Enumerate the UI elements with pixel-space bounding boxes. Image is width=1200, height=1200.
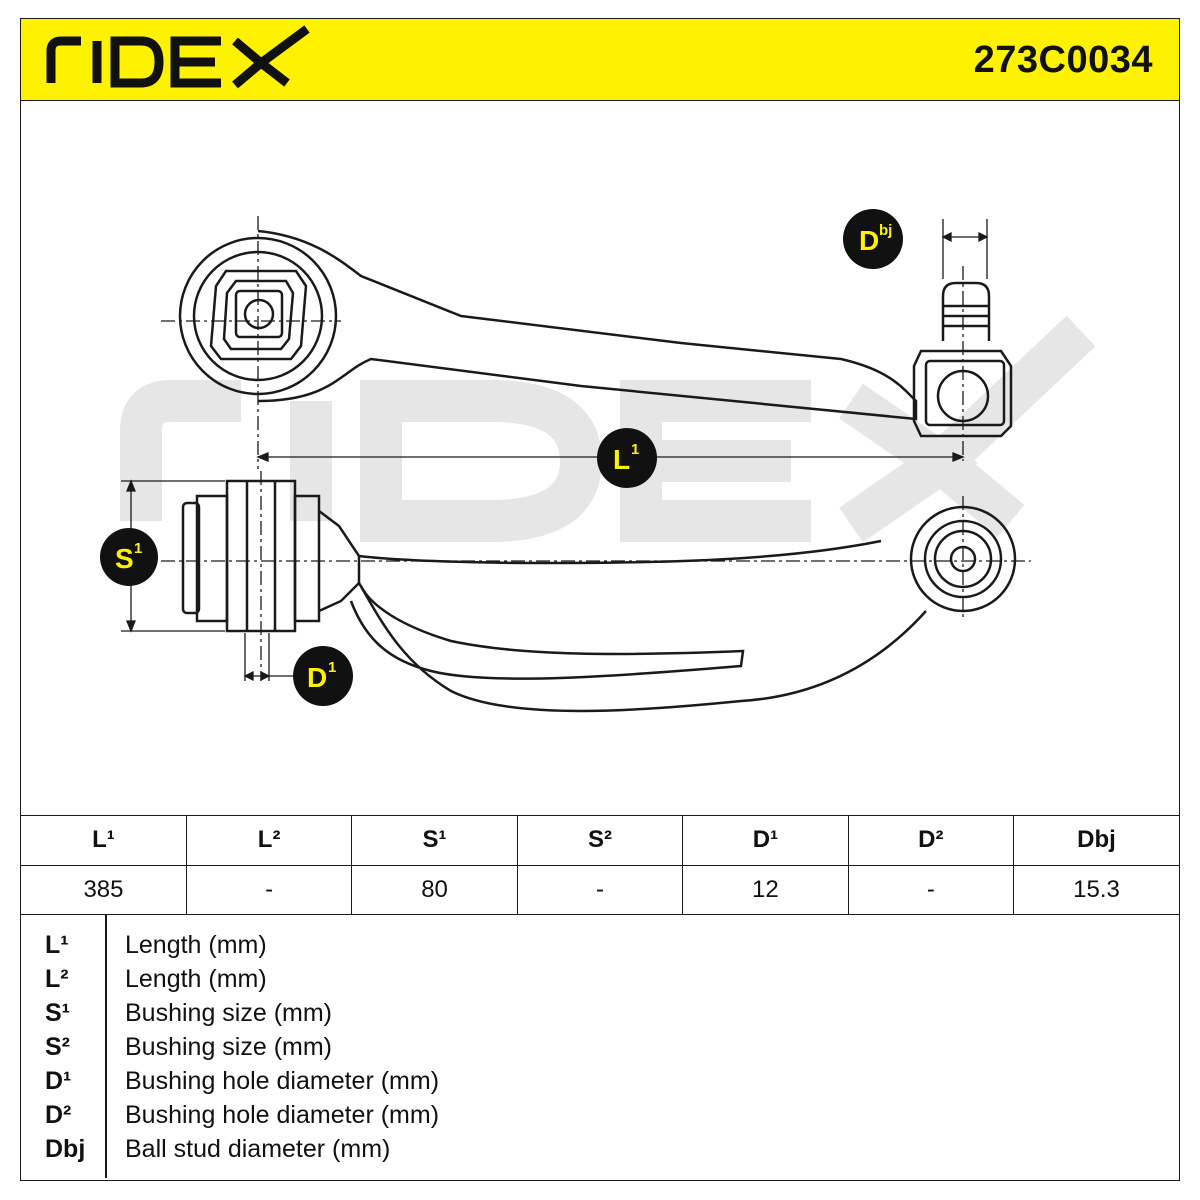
spec-value-cell: - <box>847 864 1015 915</box>
svg-text:S: S <box>115 543 134 574</box>
legend-symbol: D¹ <box>45 1067 72 1095</box>
spec-table: L¹ L² S¹ S² D¹ D² Dbj 385 - 80 - 12 - 15… <box>21 815 1179 915</box>
svg-text:D: D <box>307 662 327 693</box>
spec-header-cell: Dbj <box>1013 815 1179 866</box>
legend-row: Dbj Ball stud diameter (mm) <box>21 1133 1179 1167</box>
spec-header-row: L¹ L² S¹ S² D¹ D² Dbj <box>21 815 1179 866</box>
legend-row: L¹ Length (mm) <box>21 929 1179 963</box>
spec-value-cell: 12 <box>682 864 849 915</box>
product-datasheet: 273C0034 <box>20 18 1180 1181</box>
l1-badge: L 1 <box>597 428 657 488</box>
legend-description: Bushing hole diameter (mm) <box>125 1101 440 1129</box>
spec-value-cell: 385 <box>21 864 187 915</box>
spec-header-cell: L¹ <box>21 815 187 866</box>
svg-text:D: D <box>859 225 879 256</box>
ridex-logo <box>46 25 310 89</box>
spec-header-cell: L² <box>185 815 353 866</box>
legend-symbol: S² <box>45 1033 70 1061</box>
spec-header-cell: S² <box>516 815 684 866</box>
spec-value-row: 385 - 80 - 12 - 15.3 <box>21 864 1179 915</box>
spec-header-cell: D¹ <box>682 815 849 866</box>
dbj-badge: D bj <box>843 209 903 269</box>
d1-badge: D 1 <box>293 646 353 706</box>
part-number: 273C0034 <box>973 39 1153 81</box>
legend-symbol: L² <box>45 965 69 993</box>
legend-description: Length (mm) <box>125 931 267 959</box>
spec-header-cell: D² <box>847 815 1015 866</box>
center-lines-bottom <box>161 471 1031 681</box>
legend-description: Bushing hole diameter (mm) <box>125 1067 440 1095</box>
spec-value-cell: - <box>516 864 684 915</box>
legend-description: Bushing size (mm) <box>125 1033 332 1061</box>
legend-row: S¹ Bushing size (mm) <box>21 997 1179 1031</box>
legend-symbol: L¹ <box>45 931 69 959</box>
spec-value-cell: 80 <box>351 864 518 915</box>
svg-text:bj: bj <box>879 222 892 239</box>
svg-text:1: 1 <box>631 441 639 458</box>
legend-symbol: S¹ <box>45 999 70 1027</box>
header-bar: 273C0034 <box>21 19 1179 101</box>
spec-value-cell: 15.3 <box>1013 864 1179 915</box>
legend-divider <box>105 915 107 1178</box>
center-lines-top <box>161 216 964 469</box>
technical-drawing: D bj L 1 <box>100 209 1096 713</box>
s1-badge: S 1 <box>100 528 158 586</box>
legend-description: Bushing size (mm) <box>125 999 332 1027</box>
legend-row: D² Bushing hole diameter (mm) <box>21 1099 1179 1133</box>
spec-header-cell: S¹ <box>351 815 518 866</box>
legend-row: S² Bushing size (mm) <box>21 1031 1179 1065</box>
spec-value-cell: - <box>185 864 353 915</box>
dbj-dimension <box>941 219 989 279</box>
legend-symbol: Dbj <box>45 1135 86 1163</box>
svg-text:L: L <box>613 444 630 475</box>
svg-text:1: 1 <box>134 540 142 557</box>
legend-row: D¹ Bushing hole diameter (mm) <box>21 1065 1179 1099</box>
svg-text:1: 1 <box>328 659 336 676</box>
legend-symbol: D² <box>45 1101 72 1129</box>
legend-description: Ball stud diameter (mm) <box>125 1135 391 1163</box>
legend: L¹ Length (mm) L² Length (mm) S¹ Bushing… <box>21 915 1179 1180</box>
legend-row: L² Length (mm) <box>21 963 1179 997</box>
legend-description: Length (mm) <box>125 965 267 993</box>
